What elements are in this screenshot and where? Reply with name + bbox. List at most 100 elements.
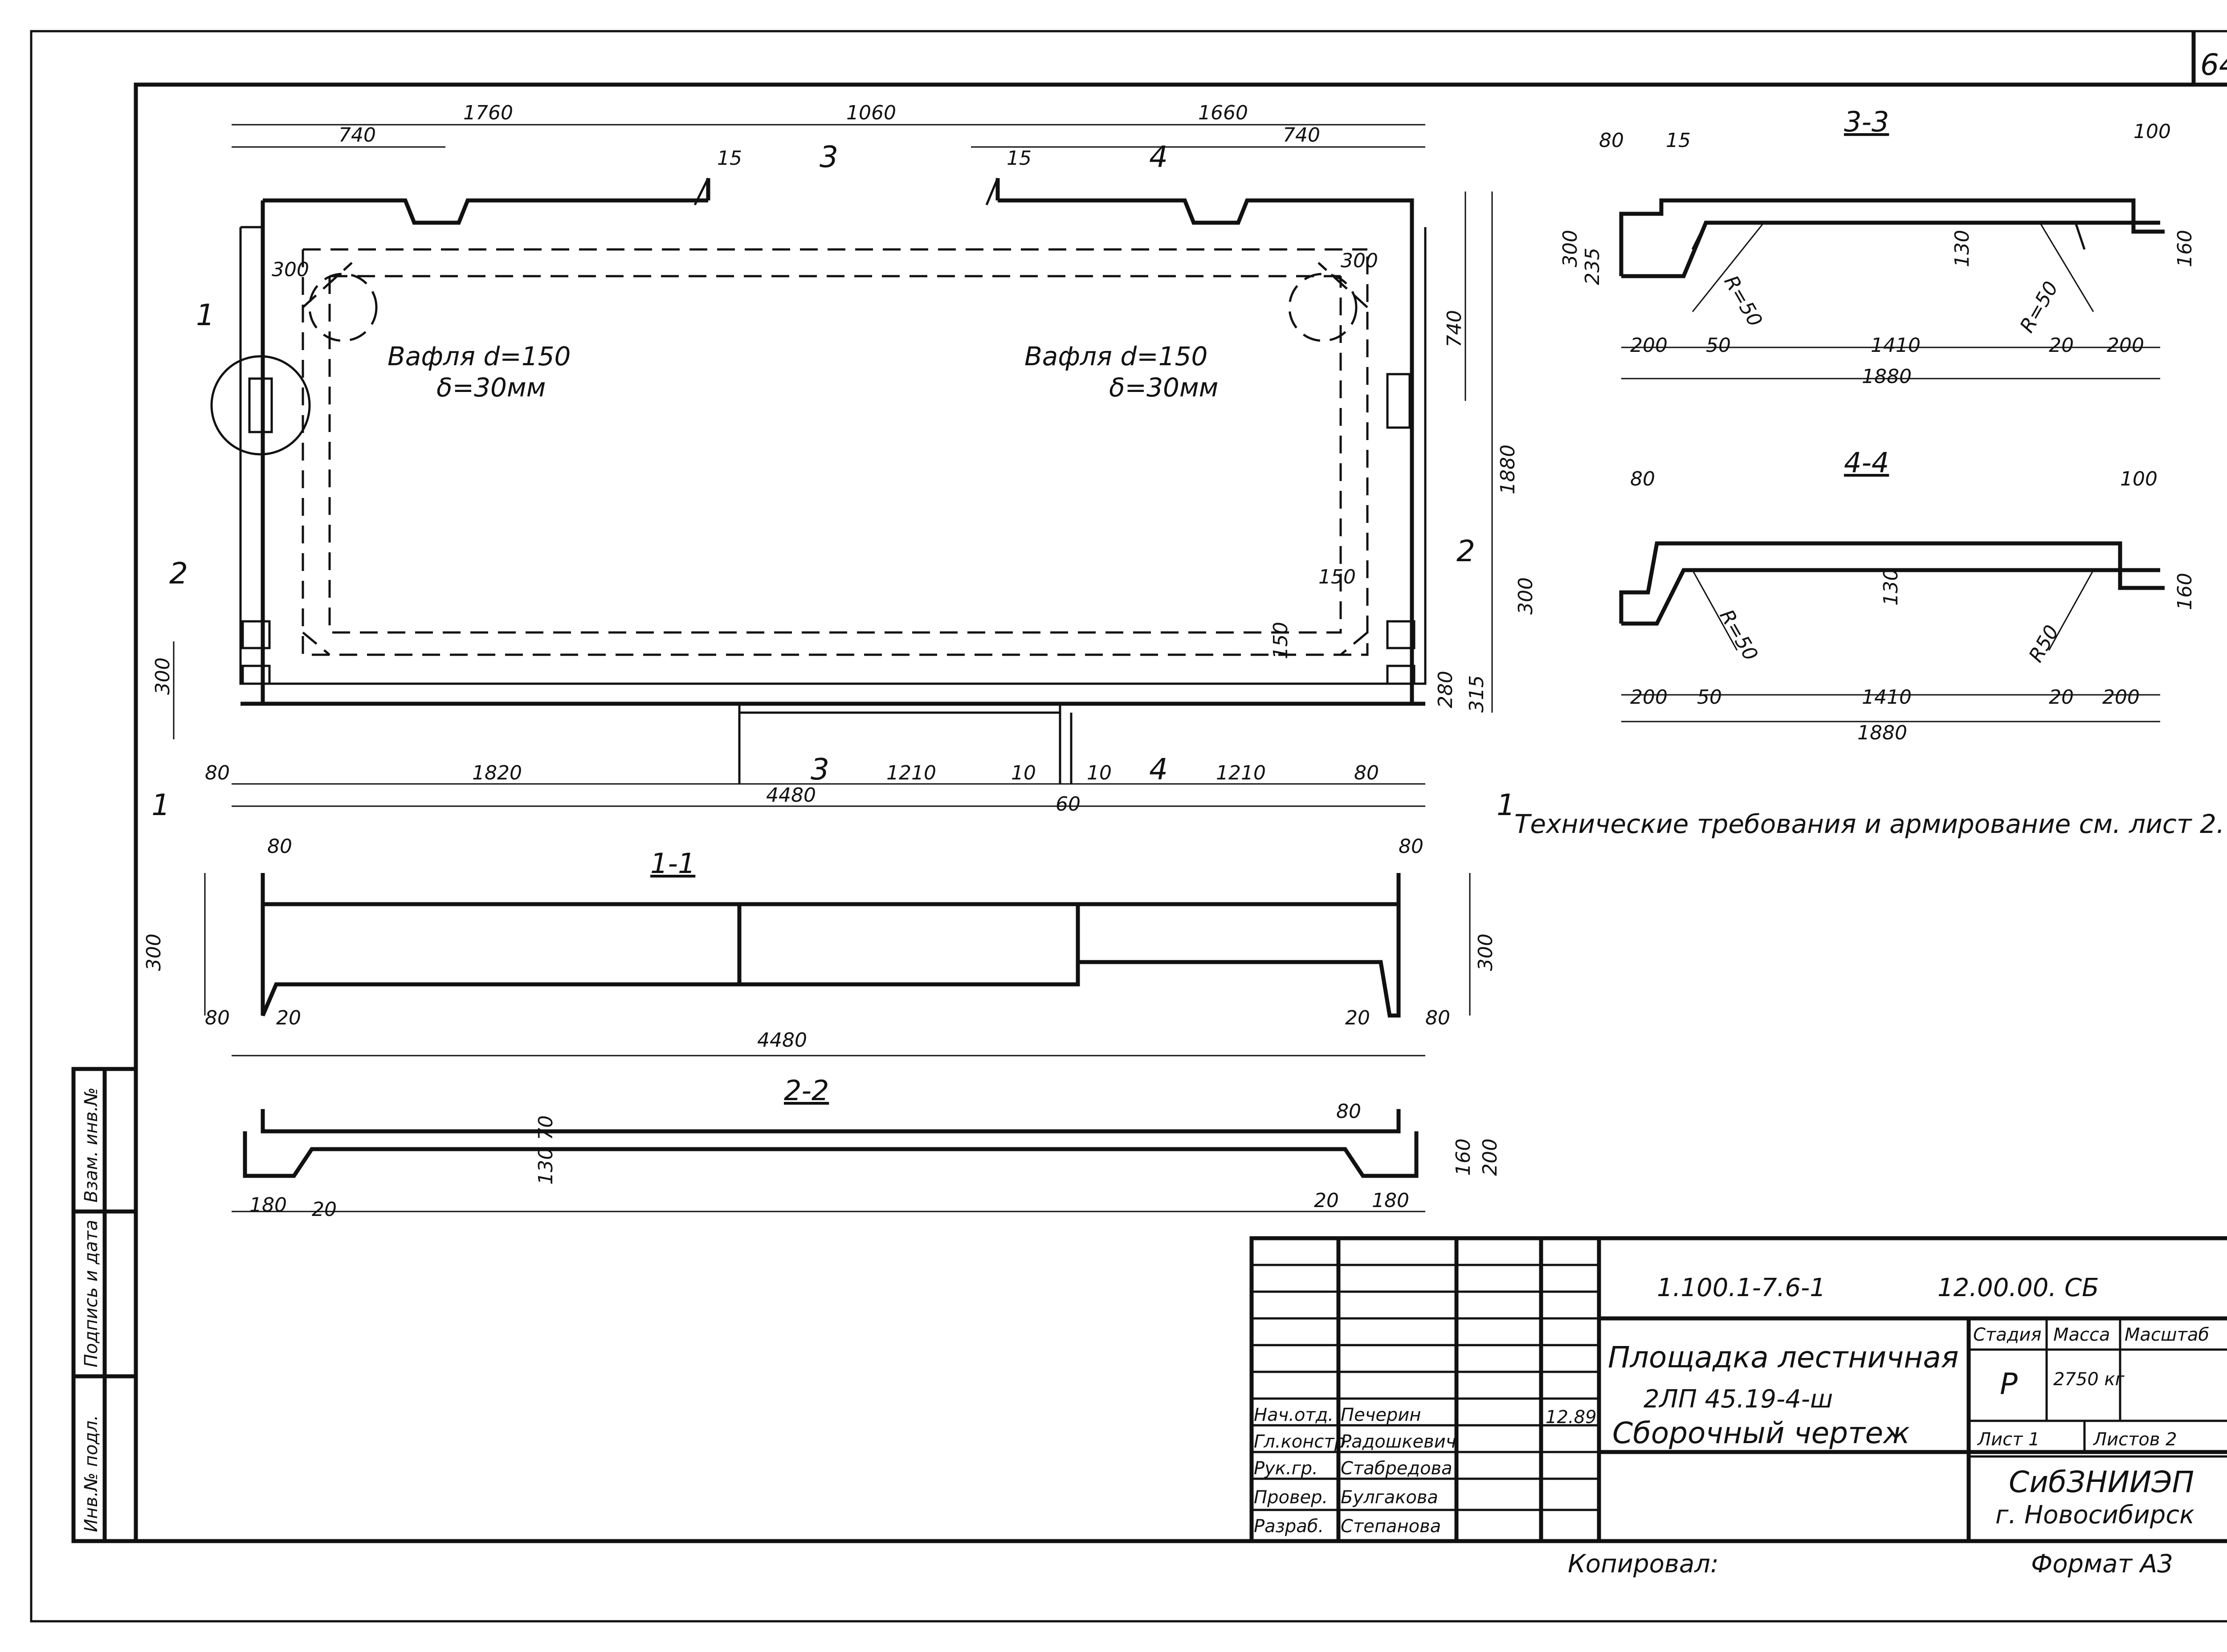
format-label: Формат А3 (2031, 1550, 2173, 1579)
sheet-number: 64 (2200, 48, 2227, 82)
s11-dim-300-right: 300 (1474, 934, 1497, 971)
role-1: Нач.отд. (1254, 1405, 1334, 1425)
stage-value: Р (2000, 1367, 2018, 1401)
s33-dim-160: 160 (2174, 230, 2196, 267)
sign-date: 12.89 (1546, 1407, 1597, 1428)
name-3: Стабредова (1341, 1458, 1452, 1479)
stage-header: Стадия (1973, 1325, 2041, 1345)
section-1-1 (204, 873, 1471, 1056)
waffle-right-line2: δ=30мм (1109, 372, 1218, 403)
title-name-2: 2ЛП 45.19-4-ш (1644, 1385, 1833, 1414)
role-5: Разраб. (1254, 1516, 1324, 1537)
s11-dim-300-left: 300 (143, 934, 165, 971)
side-stamp: Инв.№ подл. Подпись и дата Взам. инв.№ (71, 1067, 138, 1543)
cut-mark-4-top: 4 (1149, 140, 1168, 174)
cut-mark-2-left: 2 (169, 556, 188, 591)
name-1: Печерин (1341, 1405, 1421, 1425)
s22-dim-180-right: 180 (1372, 1189, 1409, 1212)
org-city: г. Новосибирск (1995, 1501, 2194, 1530)
section-4-4-title: 4-4 (1844, 446, 1889, 479)
cut-mark-1-right: 1 (1497, 788, 1515, 822)
s33-dim-300: 300 (1559, 230, 1582, 267)
role-3: Рук.гр. (1254, 1458, 1318, 1479)
s11-dim-4480: 4480 (757, 1029, 807, 1052)
s33-dim-r50-right: R=50 (2015, 277, 2063, 336)
mass-value: 2750 кг (2053, 1369, 2125, 1390)
plan-dim-1210-a: 1210 (886, 762, 936, 784)
doc-code: 1.100.1-7.6-1 (1657, 1273, 1826, 1302)
s33-dim-80: 80 (1599, 129, 1624, 152)
s22-dim-70: 70 (534, 1115, 557, 1140)
s22-dim-130: 130 (534, 1147, 557, 1185)
section-4-4 (1619, 541, 2165, 722)
section-3-3-title: 3-3 (1844, 106, 1889, 138)
s11-dim-20-left: 20 (276, 1007, 301, 1029)
s33-dim-200-left: 200 (1630, 334, 1668, 357)
name-2: Радошкевич (1341, 1432, 1456, 1452)
plan-dim-740-left: 740 (339, 124, 376, 147)
s22-dim-20-right: 20 (1314, 1189, 1339, 1212)
s33-dim-15: 15 (1666, 129, 1691, 152)
plan-dim-60: 60 (1056, 793, 1081, 816)
sheet-label: Лист 1 (1977, 1429, 2040, 1450)
plan-dim-10-a: 10 (1011, 762, 1036, 784)
cut-mark-2-right: 2 (1456, 534, 1475, 568)
cut-mark-4-bottom: 4 (1149, 752, 1168, 787)
outer-frame (30, 30, 2227, 1623)
s33-dim-130: 130 (1951, 230, 1974, 267)
plan-dim-740-right: 740 (1283, 124, 1320, 147)
side-label-vzam: Взам. инв.№ (81, 1087, 102, 1203)
s22-dim-180-left: 180 (249, 1194, 287, 1216)
s44-dim-160: 160 (2174, 573, 2196, 610)
s11-dim-80-bottom-left: 80 (205, 1007, 230, 1029)
s33-dim-1880: 1880 (1862, 365, 1912, 388)
s33-dim-50: 50 (1706, 334, 1731, 357)
title-name-1: Площадка лестничная (1608, 1340, 1959, 1375)
inner-frame (134, 82, 2227, 1543)
s44-dim-130: 130 (1880, 568, 1902, 606)
name-5: Степанова (1341, 1516, 1441, 1537)
plan-dim-740-vert: 740 (1443, 310, 1466, 347)
plan-dim-1880: 1880 (1497, 445, 1519, 494)
plan-dim-1760: 1760 (463, 102, 513, 124)
s33-dim-100: 100 (2133, 120, 2171, 143)
s44-dim-20: 20 (2049, 686, 2074, 709)
s11-dim-20-right: 20 (1345, 1007, 1370, 1029)
s11-dim-80-top-right: 80 (1399, 835, 1423, 858)
copied-label: Копировал: (1568, 1550, 1719, 1579)
name-4: Булгакова (1341, 1487, 1438, 1508)
plan-dim-1060: 1060 (846, 102, 896, 124)
callout-1 (210, 355, 311, 456)
s33-dim-1410: 1410 (1871, 334, 1921, 357)
s44-dim-1410: 1410 (1862, 686, 1912, 709)
s44-dim-300: 300 (1514, 577, 1537, 615)
role-4: Провер. (1254, 1487, 1328, 1508)
plan-dim-15-a: 15 (717, 147, 742, 170)
plan-view (210, 177, 1427, 784)
plan-dimensions (173, 124, 1493, 807)
s22-dim-20-left: 20 (312, 1198, 337, 1221)
s22-dim-80: 80 (1336, 1100, 1361, 1123)
s44-dim-80: 80 (1630, 468, 1655, 490)
plan-dim-80-right: 80 (1354, 762, 1379, 784)
plan-dim-300-left: 300 (272, 258, 309, 281)
mass-header: Масса (2053, 1325, 2110, 1345)
section-1-1-title: 1-1 (650, 847, 695, 880)
section-3-3 (1619, 198, 2165, 379)
side-label-sign: Подпись и дата (81, 1220, 102, 1367)
s33-dim-200-right: 200 (2107, 334, 2144, 357)
s33-dim-235: 235 (1581, 248, 1604, 285)
section-2-2-title: 2-2 (784, 1074, 829, 1107)
plan-dim-150-b: 150 (1269, 622, 1292, 659)
plan-dim-315: 315 (1465, 675, 1488, 713)
waffle-left-line2: δ=30мм (436, 372, 546, 403)
s22-dim-200: 200 (1479, 1138, 1501, 1176)
s44-dim-200-left: 200 (1630, 686, 1668, 709)
section-2-2 (232, 1109, 1425, 1212)
technical-note: Технические требования и армирование см.… (1514, 809, 2224, 839)
waffle-right-line1: Вафля d=150 (1024, 341, 1207, 371)
s44-dim-100: 100 (2120, 468, 2158, 490)
plan-dim-150-a: 150 (1318, 566, 1356, 588)
waffle-left-line1: Вафля d=150 (387, 341, 571, 371)
